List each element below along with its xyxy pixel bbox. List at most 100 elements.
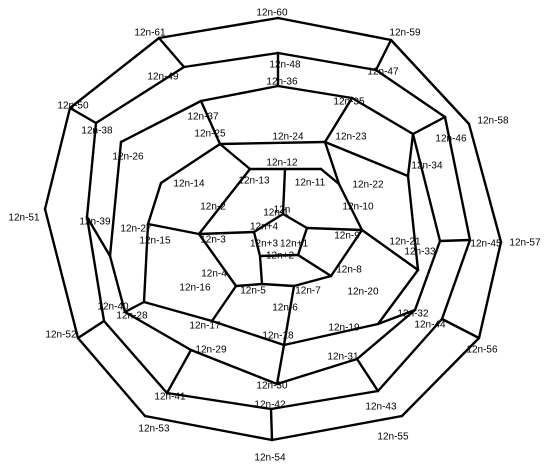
vertex-label: 12n-22 — [352, 180, 384, 191]
vertex-label: 12n-59 — [389, 28, 421, 39]
vertex-label: 12n-20 — [347, 287, 379, 298]
edge — [467, 122, 503, 244]
edge — [197, 232, 238, 288]
vertex-label: 12n+2 — [266, 251, 295, 262]
edge — [281, 167, 287, 216]
edge — [443, 115, 472, 242]
edge — [258, 254, 264, 286]
edge — [108, 140, 123, 258]
edge — [270, 414, 404, 442]
edge — [269, 389, 380, 411]
edge — [360, 228, 420, 272]
edge — [119, 99, 203, 144]
vertex-label: 12n-55 — [377, 432, 409, 443]
vertex-label: 12n-43 — [365, 402, 397, 413]
edge — [275, 343, 286, 386]
edge — [374, 68, 447, 119]
vertex-label: 12n-52 — [45, 330, 77, 341]
edge — [323, 140, 341, 186]
edge — [323, 96, 354, 144]
edge — [305, 226, 364, 232]
edge — [413, 239, 442, 312]
vertex-label: 12n-2 — [200, 202, 226, 213]
edge — [252, 230, 262, 258]
vertex-label: 12n-31 — [327, 352, 359, 363]
vertex-label: 12n-42 — [254, 400, 286, 411]
vertex-label: 12n-6 — [272, 303, 298, 314]
edge — [281, 212, 309, 230]
edge — [282, 284, 296, 347]
edge — [142, 300, 214, 323]
edge — [260, 282, 296, 288]
edge — [292, 274, 333, 288]
edge — [275, 357, 359, 386]
vertex-label: 12n-41 — [154, 392, 186, 403]
edge — [85, 215, 112, 258]
edge — [68, 106, 98, 125]
vertex-label: 12n-54 — [254, 453, 286, 464]
vertex-label: 12n-33 — [404, 247, 436, 258]
vertex-label: 12n-15 — [139, 236, 171, 247]
vertex-label: 12n-37 — [187, 112, 219, 123]
edge — [146, 222, 201, 236]
graph-edges — [43, 16, 503, 442]
edge — [411, 115, 447, 136]
edge — [218, 140, 327, 146]
edge — [355, 357, 380, 393]
edge — [477, 240, 503, 340]
edge — [210, 319, 286, 347]
vertex-label: 12n-11 — [295, 178, 326, 189]
vertex-label: 12n-26 — [112, 152, 144, 163]
edge — [43, 106, 72, 211]
edge — [376, 268, 420, 326]
edge — [376, 317, 444, 393]
edge — [389, 38, 471, 126]
vertex-label: 12n-5 — [240, 286, 266, 297]
vertex-label: 12n-16 — [179, 283, 211, 294]
vertex-label: 12n-29 — [195, 345, 227, 356]
edge — [411, 132, 442, 243]
edge — [165, 391, 273, 411]
edge — [102, 319, 169, 395]
vertex-label: 12n-61 — [134, 28, 166, 39]
edge — [296, 226, 309, 257]
edge — [355, 308, 417, 361]
edge — [374, 38, 393, 72]
edge — [142, 222, 150, 304]
vertex-label: 12n-8 — [336, 265, 362, 276]
vertex-label: 12n-7 — [295, 286, 321, 297]
vertex-label: 12n-58 — [477, 116, 509, 127]
vertex-label: 12n-18 — [262, 331, 294, 342]
edge — [276, 84, 354, 100]
vertex-label: 12n-46 — [435, 134, 467, 145]
vertex-label: 12n-50 — [57, 101, 89, 112]
vertex-label: 12n-45 — [470, 239, 502, 250]
edge — [146, 181, 163, 226]
vertex-label: 12n+3 — [250, 239, 279, 250]
vertex-label: 12n-17 — [189, 321, 221, 332]
vertex-labels: 12n12n+112n+212n+312n+412n-112n-212n-312… — [8, 8, 541, 464]
edge — [438, 238, 472, 243]
edge — [157, 36, 186, 69]
vertex-label: 12n-10 — [342, 202, 374, 213]
edge — [108, 254, 127, 314]
vertex-label: 12n-27 — [120, 224, 152, 235]
vertex-label: 12n-57 — [509, 238, 541, 249]
edge — [199, 99, 222, 146]
edge — [210, 284, 238, 323]
vertex-label: 12n-28 — [116, 311, 148, 322]
vertex-label: 12n-25 — [194, 129, 226, 140]
edge — [406, 132, 415, 178]
edge — [165, 348, 193, 395]
vertex-label: 12n-38 — [81, 126, 113, 137]
edge — [85, 121, 98, 219]
edge — [197, 230, 256, 236]
edge — [197, 167, 252, 236]
vertex-label: 12n-44 — [414, 320, 446, 331]
edge — [234, 282, 264, 288]
vertex-label: 12n-53 — [138, 424, 170, 435]
vertex-label: 12n-35 — [333, 97, 365, 108]
vertex-label: 12n — [274, 205, 291, 216]
vertex-label: 12n-36 — [266, 77, 298, 88]
